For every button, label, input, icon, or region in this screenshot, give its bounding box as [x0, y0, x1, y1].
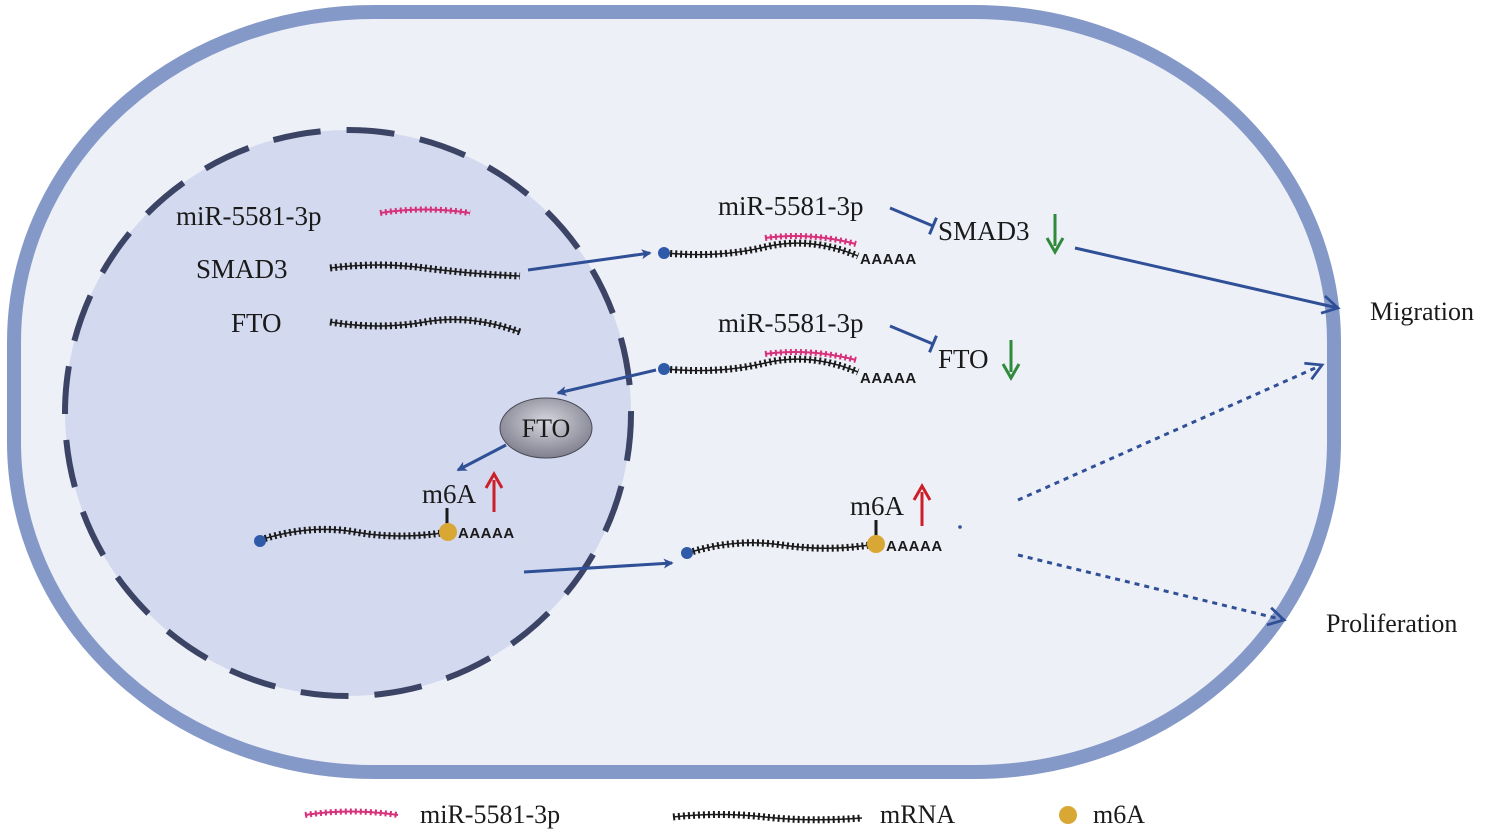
nucleus-up-arrowhead — [484, 470, 504, 489]
cyto-row3-mrna — [686, 539, 877, 557]
legend-mrna-symbol — [672, 811, 863, 824]
export-m6a-arrow — [523, 558, 674, 574]
cyto-row2-mirna-label: miR-5581-3p — [718, 308, 864, 338]
nucleus-smad3-label: SMAD3 — [196, 254, 288, 284]
cyto-row1-mirna-bound — [764, 233, 857, 247]
migration-label: Migration — [1370, 297, 1474, 326]
export-smad3-arrow — [527, 249, 652, 272]
nucleus-m6a-label: m6A — [422, 479, 477, 509]
fto-translate-arrow — [556, 368, 657, 396]
cyto-row3-m6a-label: m6A — [850, 491, 905, 521]
nucleus-cap-dot-icon — [254, 535, 266, 547]
cyto-row3-up-arrowhead — [912, 482, 932, 501]
nucleus-polyA: AAAAA — [458, 525, 515, 542]
cyto-row1-inhibition — [889, 206, 938, 235]
legend-mirna-label: miR-5581-3p — [420, 800, 560, 829]
nucleus-mirna-label: miR-5581-3p — [176, 201, 322, 231]
cyto-row2-polyA: AAAAA — [860, 370, 917, 387]
legend: miR-5581-3p mRNA m6A — [304, 800, 1145, 829]
nucleus-smad3-mrna — [329, 261, 521, 280]
legend-m6a-label: m6A — [1093, 800, 1145, 829]
fto-demethylate-arrow — [456, 443, 507, 472]
cyto-row2-down-arrowhead — [1001, 363, 1021, 382]
cyto-row1-cap-dot-icon — [658, 247, 670, 259]
cyto-row1-mirna-label: miR-5581-3p — [718, 191, 864, 221]
nucleus-fto-mrna — [329, 316, 522, 336]
proliferation-label: Proliferation — [1326, 609, 1457, 638]
cyto-row1-target-label: SMAD3 — [938, 216, 1030, 246]
cyto-row1-mrna — [664, 239, 860, 260]
cyto-row2-mrna — [664, 355, 860, 376]
smad3-to-migration-arrow — [1074, 246, 1341, 315]
cyto-row2-cap-dot-icon — [658, 363, 670, 375]
cyto-row3-polyA: AAAAA — [886, 538, 943, 555]
cyto-row3-m6a-dot-icon — [867, 535, 885, 553]
fto-protein-label: FTO — [522, 414, 571, 443]
cyto-row3-dot — [958, 525, 962, 529]
cyto-row1-down-arrowhead — [1045, 237, 1065, 256]
nucleus-m6a-dot-icon — [439, 523, 457, 541]
legend-mrna-label: mRNA — [880, 800, 955, 829]
legend-mirna-symbol — [304, 808, 399, 818]
legend-m6a-dot-icon — [1059, 806, 1077, 824]
nucleus-m6a-mrna — [258, 525, 449, 544]
nucleus-fto-label: FTO — [231, 308, 282, 338]
cyto-row3-cap-dot-icon — [681, 547, 693, 559]
cyto-row2-target-label: FTO — [938, 344, 989, 374]
fto-protein — [499, 397, 593, 459]
nucleus-mirna-strand — [379, 206, 471, 216]
cyto-row2-mirna-bound — [764, 349, 857, 363]
cyto-row2-inhibition — [889, 324, 938, 353]
cyto-row1-polyA: AAAAA — [860, 251, 917, 268]
